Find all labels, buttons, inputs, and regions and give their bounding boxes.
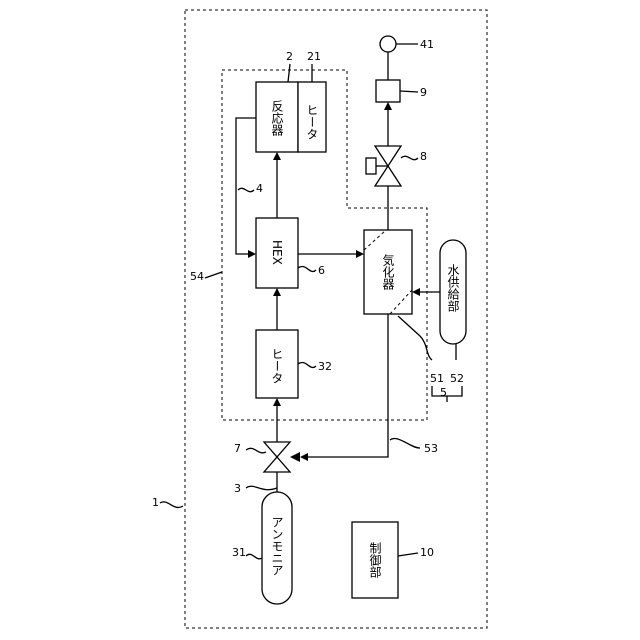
- control-unit-label: 制御部: [368, 542, 382, 578]
- arrow-into-heater: [273, 398, 281, 406]
- ref-line-53: 53: [424, 442, 438, 455]
- ref-valve-8: 8: [420, 150, 427, 163]
- leader-reactor: [288, 64, 290, 82]
- valve-7: [264, 442, 290, 472]
- leader-valve-7: [246, 448, 266, 453]
- leader-ammonia-tank: [246, 554, 262, 559]
- ammonia-tank-label: アンモニア: [270, 516, 284, 576]
- ref-line-4: 4: [256, 182, 263, 195]
- ref-component-9: 9: [420, 86, 427, 99]
- ref-reactor-heater: 21: [307, 50, 321, 63]
- water-supply-label: 水供給部: [446, 264, 460, 312]
- reactor-heater-label: ヒータ: [305, 104, 319, 140]
- valve-8-actuator: [366, 158, 376, 174]
- heater-label: ヒータ: [270, 348, 284, 384]
- arrow-line53-into-valve7: [300, 453, 308, 461]
- reactor-label: 反応器: [270, 100, 284, 137]
- arrow-into-reactor: [273, 152, 281, 160]
- leader-line-3: [246, 486, 277, 489]
- arrow-line4-into-hex: [248, 250, 256, 258]
- ref-hex: 6: [318, 264, 325, 277]
- ref-group-5: 5: [440, 386, 447, 399]
- component-9-box: [376, 80, 400, 102]
- pipe-reactor-to-hex-line4: [236, 118, 256, 254]
- arrow-into-box9: [384, 102, 392, 110]
- leader-line-53: [390, 439, 420, 448]
- leader-line-4: [238, 188, 254, 191]
- leader-component-9: [400, 91, 418, 92]
- arrow-water-into-vaporizer: [412, 288, 420, 296]
- arrow-into-vaporizer: [356, 250, 364, 258]
- bracket-group-5: [432, 386, 462, 402]
- ref-water-supply: 52: [450, 372, 464, 385]
- leader-system: [160, 502, 183, 508]
- ref-system: 1: [152, 496, 159, 509]
- ref-ammonia-tank: 31: [232, 546, 246, 559]
- ref-control-unit: 10: [420, 546, 434, 559]
- vaporizer-label: 気化器: [381, 253, 395, 291]
- outlet-41: [380, 36, 396, 52]
- ref-line-3: 3: [234, 482, 241, 495]
- valve-7-arrow: [290, 452, 300, 462]
- leader-valve-8: [401, 156, 418, 159]
- ref-vaporizer-part: 51: [430, 372, 444, 385]
- leader-heater: [298, 362, 316, 367]
- ref-reactor: 2: [286, 50, 293, 63]
- pipe-vaporizer-to-valve7-line53: [306, 314, 388, 457]
- ref-outlet: 41: [420, 38, 434, 51]
- leader-control-unit: [398, 553, 418, 556]
- ref-valve-7: 7: [234, 442, 241, 455]
- leader-hex: [298, 266, 316, 271]
- leader-region-54: [205, 272, 222, 278]
- arrow-into-hex: [273, 288, 281, 296]
- ref-heater: 32: [318, 360, 332, 373]
- ref-region-54: 54: [190, 270, 204, 283]
- hex-label: HEX: [270, 240, 284, 265]
